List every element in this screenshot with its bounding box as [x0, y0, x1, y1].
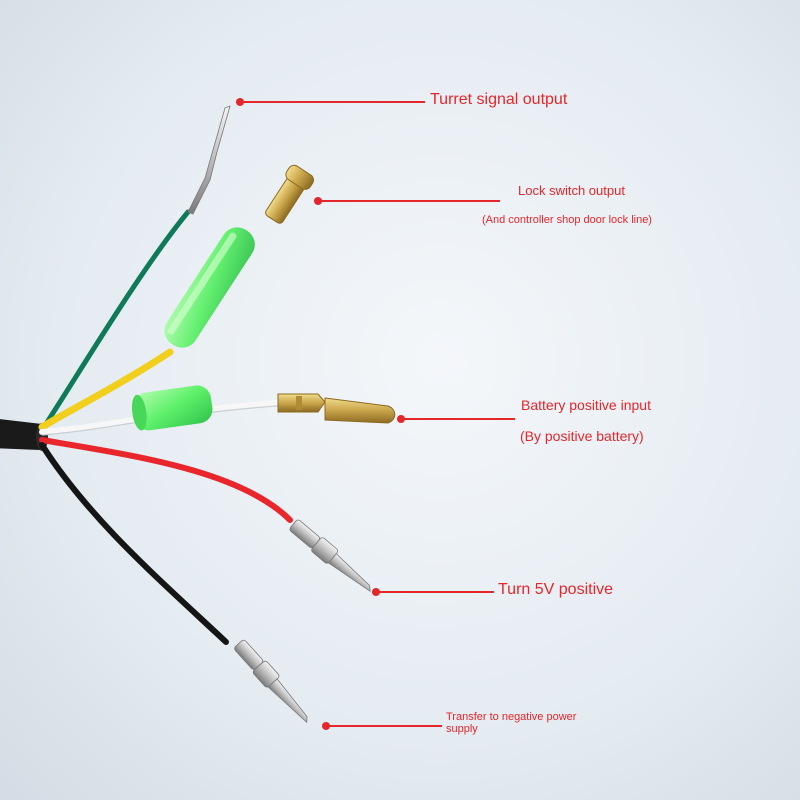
lock-switch-label: Lock switch output — [518, 183, 625, 198]
annotation-turret — [236, 98, 425, 106]
annotation-battery — [397, 415, 515, 423]
turn-5v-label: Turn 5V positive — [498, 581, 614, 598]
wire-red — [39, 437, 293, 523]
negative-supply-label: Transfer to negative power supply — [446, 711, 577, 735]
annotation-turn5v — [372, 588, 494, 596]
battery-terminal — [277, 393, 396, 424]
battery-positive-note: (By positive battery) — [520, 428, 644, 444]
battery-sleeve — [131, 385, 213, 431]
wire-yellow — [38, 348, 174, 431]
wire-black — [39, 442, 229, 645]
lock-sleeve — [164, 227, 255, 348]
negative-terminal — [234, 639, 308, 724]
turret-terminal — [187, 105, 231, 215]
battery-positive-label: Battery positive input — [521, 397, 651, 413]
lock-terminal — [265, 164, 315, 224]
turret-signal-label: Turret signal output — [430, 91, 568, 108]
wire-green — [39, 209, 191, 433]
annotation-lock — [314, 197, 500, 205]
lock-switch-note: (And controller shop door lock line) — [482, 214, 652, 226]
turn5v-terminal — [289, 519, 371, 593]
annotation-negative — [322, 722, 442, 730]
cable-sheath — [0, 419, 42, 450]
